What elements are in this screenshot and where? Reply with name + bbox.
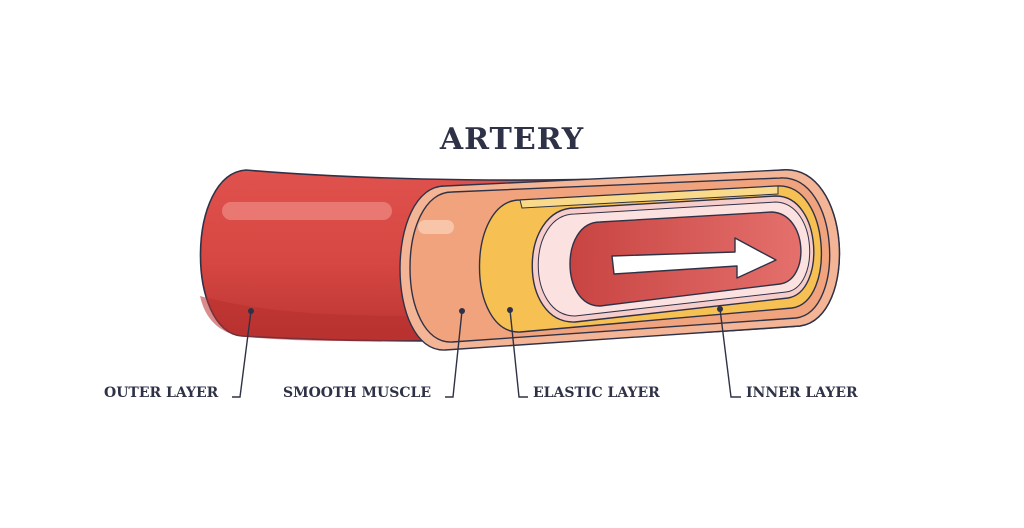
diagram-title: ARTERY <box>439 122 585 157</box>
leader-elastic <box>507 307 528 398</box>
outer-bottom-shade <box>200 296 420 342</box>
arrow-right-icon <box>611 237 777 279</box>
label-smooth-muscle: SMOOTH MUSCLE <box>283 385 431 401</box>
elastic-cut-face <box>519 185 779 209</box>
leader-smooth <box>445 308 465 398</box>
outer-highlight <box>222 202 392 220</box>
label-elastic-layer: ELASTIC LAYER <box>533 385 660 401</box>
smooth-muscle-highlight <box>418 220 454 234</box>
label-outer-layer: OUTER LAYER <box>104 385 219 401</box>
leader-inner <box>717 306 741 398</box>
label-inner-layer: INNER LAYER <box>746 385 858 401</box>
leader-outer <box>232 308 254 398</box>
